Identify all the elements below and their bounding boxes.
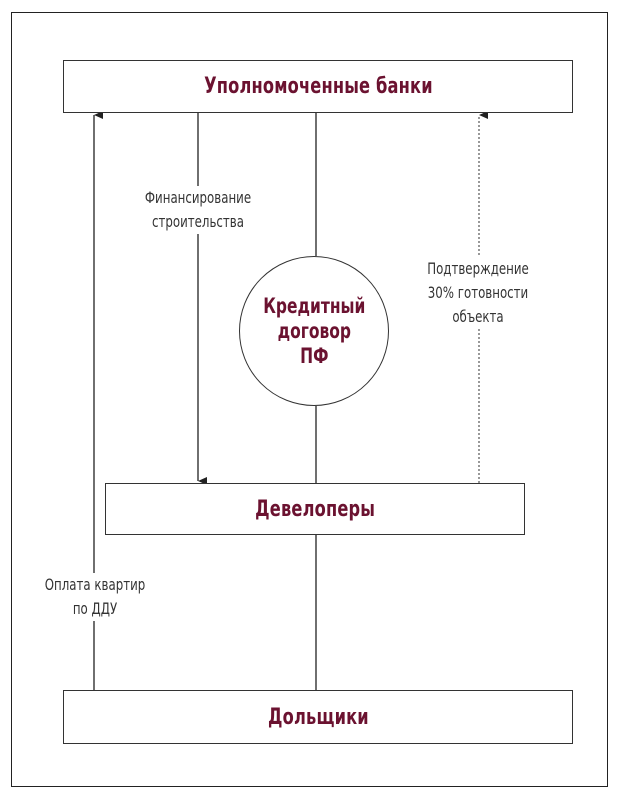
credit-agreement-circle: Кредитный договор ПФ (239, 256, 389, 406)
credit-label-line-3: ПФ (299, 343, 329, 368)
confirmation-label-line-3: объекта (452, 307, 504, 326)
shareholders-title: Дольщики (267, 704, 369, 730)
confirmation-label-line-2: 30% готовности (427, 283, 529, 302)
confirmation-label: Подтверждение 30% готовности объекта (412, 257, 544, 329)
payment-label: Оплата квартир по ДДУ (33, 573, 157, 621)
financing-label-line-1: Финансирование (144, 188, 252, 207)
credit-label-line-2: договор (277, 318, 351, 343)
payment-label-line-2: по ДДУ (72, 599, 118, 618)
confirmation-label-line-1: Подтверждение (427, 259, 529, 278)
banks-title: Уполномоченные банки (203, 74, 433, 99)
financing-label: Финансирование строительства (140, 186, 256, 234)
credit-agreement-label: Кредитный договор ПФ (263, 294, 365, 369)
banks-box: Уполномоченные банки (63, 60, 573, 113)
payment-label-line-1: Оплата квартир (44, 575, 146, 594)
credit-label-line-1: Кредитный (262, 293, 366, 318)
diagram-frame (11, 12, 608, 787)
developers-box: Девелоперы (105, 483, 525, 535)
financing-label-line-2: строительства (152, 212, 244, 231)
developers-title: Девелоперы (255, 496, 375, 522)
shareholders-box: Дольщики (63, 690, 573, 744)
